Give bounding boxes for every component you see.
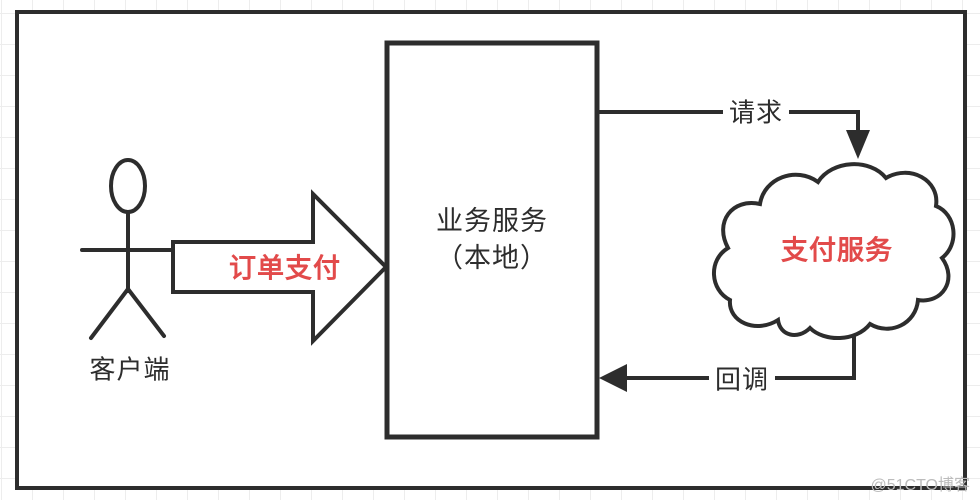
business-service-label: 业务服务 （本地） [436,203,548,277]
request-connector-line [599,110,860,134]
order-payment-block-arrow [171,189,389,346]
watermark-text: @51CTO博客 [870,477,970,494]
business-service-label-line2: （本地） [436,243,548,273]
business-service-box [384,40,600,440]
order-payment-label: 订单支付 [229,253,341,284]
client-label: 客户端 [89,354,171,385]
business-service-label-line1: 业务服务 [436,206,548,236]
stick-figure-left-leg [89,287,130,340]
callback-edge-label: 回调 [708,359,776,397]
callback-arrowhead-icon [599,364,627,392]
payment-service-cloud [712,162,956,341]
request-edge-label: 请求 [722,92,790,130]
request-arrowhead-icon [846,130,870,159]
payment-service-label: 支付服务 [781,235,893,266]
stick-figure-icon [80,158,178,340]
callback-connector-line [625,330,856,380]
stick-figure-right-leg [126,287,166,338]
